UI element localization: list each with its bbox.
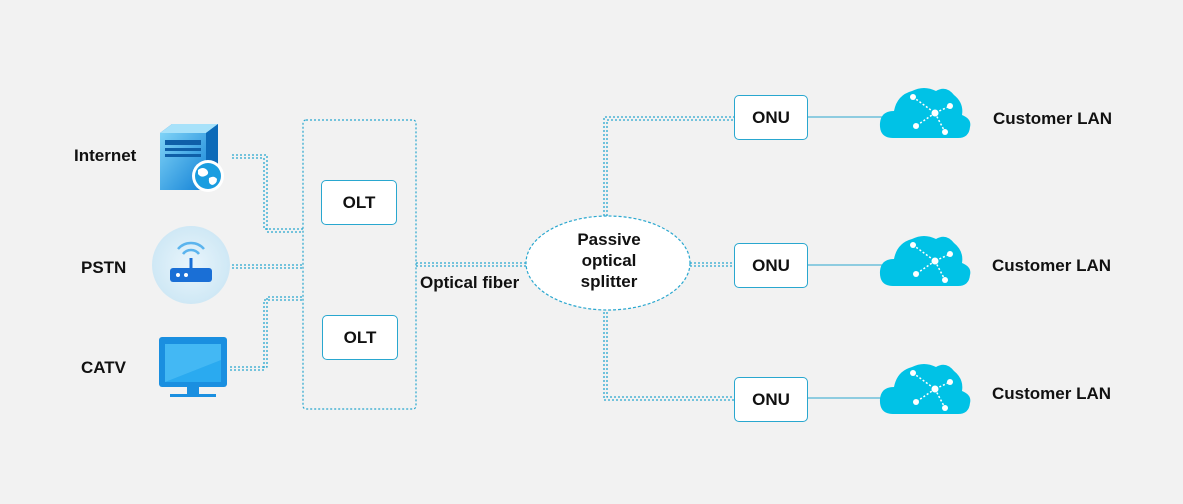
olt-group-frame bbox=[302, 119, 417, 410]
source-label-pstn: PSTN bbox=[81, 258, 127, 277]
olt-box-2[interactable]: OLT bbox=[322, 315, 398, 360]
link-catv bbox=[230, 296, 303, 371]
link-onu-2 bbox=[690, 262, 734, 267]
olt-box-1[interactable]: OLT bbox=[321, 180, 397, 225]
connection-lines bbox=[230, 116, 734, 401]
splitter-line-3: splitter bbox=[580, 272, 638, 291]
link-internet bbox=[232, 154, 303, 233]
source-label-catv: CATV bbox=[81, 358, 127, 377]
customer-lan-label-2: Customer LAN bbox=[992, 256, 1112, 275]
link-onu-3 bbox=[603, 312, 734, 401]
link-onu-1 bbox=[603, 116, 734, 216]
source-label-internet: Internet bbox=[74, 146, 137, 165]
onu-box-2[interactable]: ONU bbox=[734, 243, 808, 288]
network-cloud-icon bbox=[879, 236, 971, 286]
splitter-line-2: optical bbox=[581, 251, 637, 270]
customer-lan-label-1: Customer LAN bbox=[993, 109, 1113, 128]
onu-box-3[interactable]: ONU bbox=[734, 377, 808, 422]
link-fiber bbox=[416, 262, 528, 267]
onu-box-1[interactable]: ONU bbox=[734, 95, 808, 140]
server-globe-icon bbox=[160, 124, 224, 192]
network-cloud-icon bbox=[879, 88, 971, 138]
network-cloud-icon bbox=[879, 364, 971, 414]
optical-fiber-label: Optical fiber bbox=[420, 273, 520, 292]
splitter-ellipse bbox=[525, 215, 691, 311]
customer-lan-label-3: Customer LAN bbox=[992, 384, 1112, 403]
splitter-label: Passive optical splitter bbox=[527, 229, 691, 292]
router-icon bbox=[152, 226, 230, 304]
tv-monitor-icon bbox=[159, 337, 227, 397]
splitter-line-1: Passive bbox=[577, 230, 641, 249]
link-pstn bbox=[232, 264, 303, 269]
lan-lines bbox=[808, 116, 884, 399]
